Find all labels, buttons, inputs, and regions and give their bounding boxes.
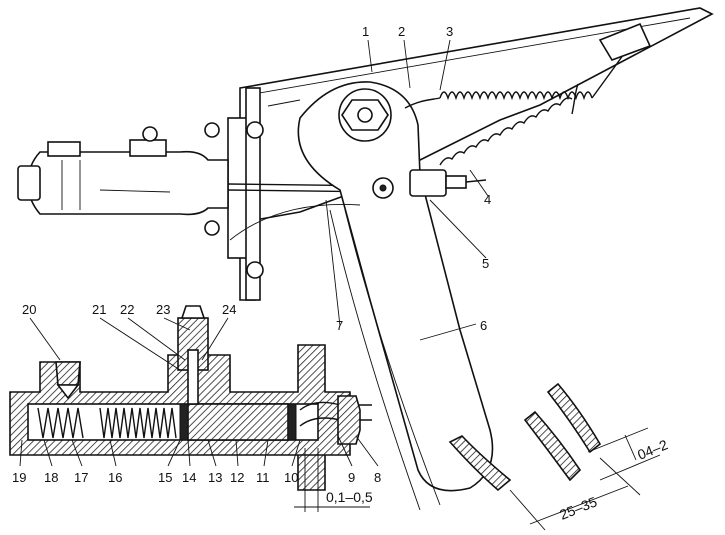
- gap-value: 04–2: [635, 436, 670, 463]
- callout-14: 14: [182, 470, 196, 485]
- return-spring-upper: [404, 22, 652, 109]
- callout-17: 17: [74, 470, 88, 485]
- pedal-pads: [448, 382, 602, 492]
- callout-13: 13: [208, 470, 222, 485]
- callout-6: 6: [480, 318, 487, 333]
- pedal-arm: [297, 81, 494, 492]
- leader-lines: [19, 39, 489, 467]
- pedal-stop-bolt: [445, 175, 487, 189]
- callout-18: 18: [44, 470, 58, 485]
- callout-2: 2: [398, 24, 405, 39]
- callout-15: 15: [158, 470, 172, 485]
- assist-spring-lower: [439, 83, 579, 166]
- callout-8: 8: [374, 470, 381, 485]
- clutch-master-cylinder-exterior: [17, 126, 229, 216]
- callout-labels: 1 2 3 4 5 6 7 8 9 10 11 12 13 14 15 16 1…: [12, 24, 491, 485]
- pedal-travel-ghosts: [229, 204, 441, 511]
- callout-10: 10: [284, 470, 298, 485]
- callout-21: 21: [92, 302, 106, 317]
- callout-19: 19: [12, 470, 26, 485]
- callout-3: 3: [446, 24, 453, 39]
- callout-4: 4: [484, 192, 491, 207]
- callout-12: 12: [230, 470, 244, 485]
- callout-7: 7: [336, 318, 343, 333]
- callout-16: 16: [108, 470, 122, 485]
- callout-5: 5: [482, 256, 489, 271]
- master-cylinder-section: [9, 305, 372, 491]
- callout-24: 24: [222, 302, 236, 317]
- callout-20: 20: [22, 302, 36, 317]
- callout-22: 22: [120, 302, 134, 317]
- free-play-value: 0,1–0,5: [326, 489, 373, 505]
- free-play-dimension: 0,1–0,5: [294, 448, 373, 512]
- pedal-travel-value: 25–35: [557, 493, 599, 522]
- callout-9: 9: [348, 470, 355, 485]
- callout-1: 1: [362, 24, 369, 39]
- callout-23: 23: [156, 302, 170, 317]
- callout-11: 11: [256, 470, 270, 485]
- gap-dimension: 04–2: [587, 427, 670, 481]
